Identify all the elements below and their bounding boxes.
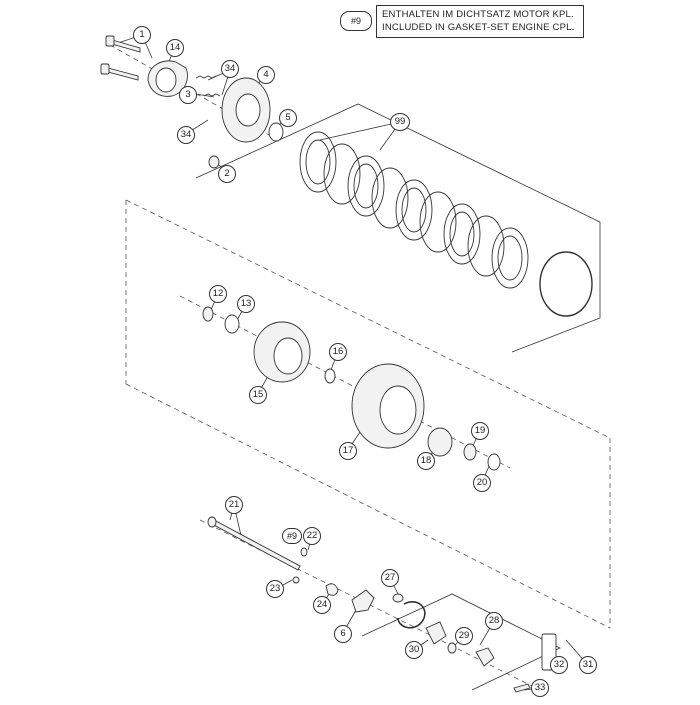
callout-13: 13 bbox=[237, 295, 255, 313]
callout-19: 19 bbox=[471, 422, 489, 440]
callout-20: 20 bbox=[473, 474, 491, 492]
callout-1: 1 bbox=[133, 26, 151, 44]
cover-hole bbox=[155, 67, 177, 93]
callout-14: 14 bbox=[166, 39, 184, 57]
actuator-icon bbox=[475, 647, 495, 667]
legend-badge: #9 bbox=[340, 11, 372, 31]
callout-18: 18 bbox=[417, 452, 435, 470]
callout-28: 28 bbox=[485, 612, 503, 630]
callout-22: 22 bbox=[303, 527, 321, 545]
spring-icon bbox=[195, 75, 217, 79]
legend-text-box: ENTHALTEN IM DICHTSATZ MOTOR KPL. INCLUD… bbox=[376, 5, 584, 38]
callout-34b: 34 bbox=[177, 126, 195, 144]
legend-line-de: ENTHALTEN IM DICHTSATZ MOTOR KPL. bbox=[382, 9, 574, 20]
circlip-icon bbox=[324, 368, 336, 384]
release-mechanism-group bbox=[207, 516, 557, 693]
clutch-hub-group bbox=[202, 306, 501, 471]
callout-21: 21 bbox=[225, 496, 243, 514]
pressure-plate-hub bbox=[235, 93, 261, 127]
callout-34a: 34 bbox=[221, 60, 239, 78]
pressure-plate-group bbox=[100, 35, 284, 169]
leader-line bbox=[319, 121, 401, 141]
assembly-frame-dashed bbox=[125, 383, 611, 629]
thrust-washer-icon bbox=[487, 453, 501, 471]
callout-12: 12 bbox=[209, 285, 227, 303]
spring-icon bbox=[203, 93, 221, 97]
callout-30: 30 bbox=[405, 641, 423, 659]
callout-16: 16 bbox=[329, 343, 347, 361]
washer-icon bbox=[447, 642, 457, 654]
small-part bbox=[208, 155, 220, 169]
callout-31: 31 bbox=[579, 656, 597, 674]
bolt-head bbox=[100, 63, 110, 75]
bolt-icon bbox=[107, 67, 139, 81]
bearing-ring bbox=[268, 122, 284, 142]
needle-bearing-icon bbox=[463, 443, 477, 461]
group-bracket-99 bbox=[195, 103, 601, 353]
retaining-ring bbox=[539, 251, 593, 317]
callout-33: 33 bbox=[531, 679, 549, 697]
callout-5: 5 bbox=[279, 109, 297, 127]
push-rod-end bbox=[207, 516, 217, 528]
rotation-arrow-icon bbox=[397, 601, 426, 629]
callout-24: 24 bbox=[313, 596, 331, 614]
clutch-disc-pack bbox=[299, 131, 593, 317]
gear-icon bbox=[427, 427, 453, 457]
callout-3: 3 bbox=[179, 86, 197, 104]
seal-icon bbox=[325, 583, 339, 596]
legend-line-en: INCLUDED IN GASKET-SET ENGINE CPL. bbox=[382, 22, 575, 33]
callout-15: 15 bbox=[249, 386, 267, 404]
o-ring-icon bbox=[300, 547, 308, 557]
release-lever-icon bbox=[425, 621, 447, 645]
callout-32: 32 bbox=[550, 656, 568, 674]
group-bracket-28 bbox=[361, 593, 561, 691]
nut-icon bbox=[202, 306, 214, 322]
bolt-head bbox=[105, 35, 115, 47]
callout-2: 2 bbox=[218, 165, 236, 183]
callout-23: 23 bbox=[266, 580, 284, 598]
release-shaft-icon bbox=[351, 589, 375, 613]
assembly-axis-dashed bbox=[179, 295, 511, 469]
bolt-icon bbox=[513, 683, 531, 693]
callout-27: 27 bbox=[381, 569, 399, 587]
ball-icon bbox=[292, 576, 300, 584]
pin-icon bbox=[392, 593, 404, 603]
gasket-legend: #9 ENTHALTEN IM DICHTSATZ MOTOR KPL. INC… bbox=[340, 5, 584, 38]
callout-6: 6 bbox=[334, 625, 352, 643]
callout-17: 17 bbox=[339, 442, 357, 460]
callout-4: 4 bbox=[257, 66, 275, 84]
washer-icon bbox=[224, 314, 240, 334]
callout-gasket-9: #9 bbox=[282, 528, 302, 544]
callout-99: 99 bbox=[390, 113, 410, 131]
callout-29: 29 bbox=[455, 627, 473, 645]
